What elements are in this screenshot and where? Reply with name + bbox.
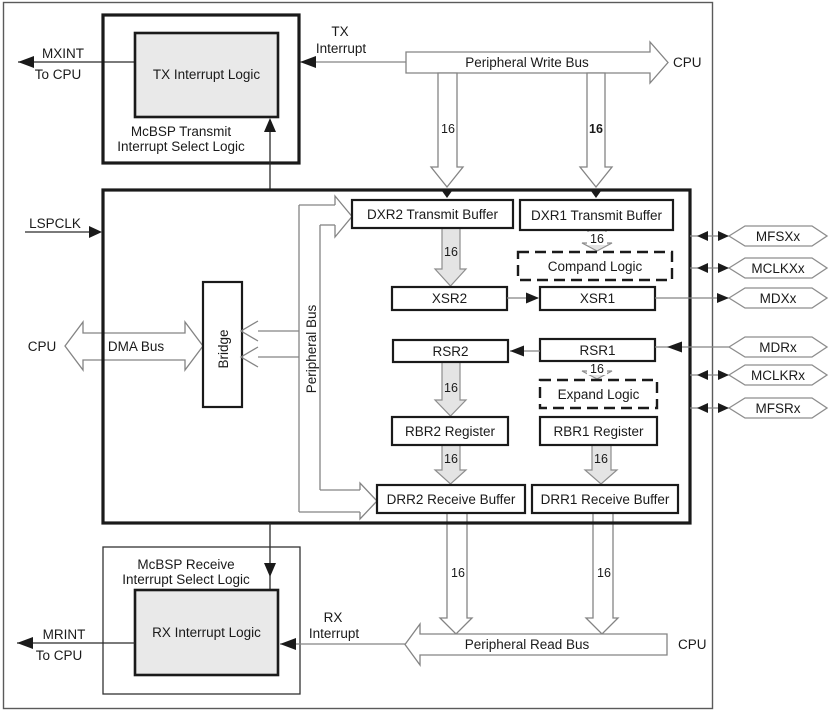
tx-interrupt-logic-label: TX Interrupt Logic xyxy=(153,67,261,82)
tx-interrupt-label-1: TX xyxy=(331,24,348,39)
xsr2-label: XSR2 xyxy=(432,291,467,306)
transmit-select-label-1: McBSP Transmit xyxy=(131,124,232,139)
rsr1-label: RSR1 xyxy=(579,343,615,358)
lspclk-label: LSPCLK xyxy=(29,216,81,231)
rbr1-box xyxy=(538,415,659,447)
mxint-to-cpu-label: To CPU xyxy=(35,67,82,82)
bus-width-16: 16 xyxy=(594,452,608,466)
mxint-label: MXINT xyxy=(42,46,84,61)
peripheral-write-bus-label: Peripheral Write Bus xyxy=(465,55,589,70)
rx-interrupt-logic-box xyxy=(133,588,280,677)
pin-mdxx xyxy=(727,287,829,309)
bus-width-16: 16 xyxy=(597,566,611,580)
rx-select-feed-arrowhead xyxy=(264,563,276,577)
pin-mdrx xyxy=(727,336,829,358)
drr1-box xyxy=(530,483,680,515)
compand-logic-box xyxy=(516,250,674,282)
dxr2-entry-arrowhead xyxy=(442,191,452,198)
pin-mclkxx xyxy=(727,257,829,279)
peripheral-read-bus-arrow xyxy=(404,622,668,667)
mrint-to-cpu-label: To CPU xyxy=(36,648,83,663)
drr1-label: DRR1 Receive Buffer xyxy=(541,492,670,507)
pin-mclkxx-label: MCLKXx xyxy=(751,261,805,276)
bus-width-16-bold: 16 xyxy=(589,122,603,136)
receive-select-label-1: McBSP Receive xyxy=(137,557,234,572)
pin-mfsxx xyxy=(727,225,829,247)
compand-logic-label: Compand Logic xyxy=(548,259,643,274)
pin-mfsrx xyxy=(727,397,829,419)
pin-mdrx-label: MDRx xyxy=(759,340,797,355)
rbr1-label: RBR1 Register xyxy=(553,424,644,439)
mxint-arrowhead xyxy=(18,56,34,68)
dxr1-entry-arrowhead xyxy=(591,191,601,198)
tx-select-feed-arrowhead xyxy=(264,118,276,132)
pin-connection-lines xyxy=(655,231,729,413)
bus-width-16: 16 xyxy=(444,452,458,466)
pin-mfsxx-label: MFSXx xyxy=(756,229,801,244)
transmit-select-label-2: Interrupt Select Logic xyxy=(117,139,245,154)
lspclk-arrowhead xyxy=(89,226,102,238)
bus-width-16: 16 xyxy=(444,245,458,259)
bus-width-16: 16 xyxy=(590,362,604,376)
rx-interrupt-arrowhead xyxy=(280,638,296,650)
bus-width-16: 16 xyxy=(444,381,458,395)
receive-interrupt-select-box xyxy=(102,546,301,695)
arrow-rsr2-rbr2 xyxy=(433,361,468,417)
dxr2-box xyxy=(350,198,515,230)
arrow-rbr2-drr2 xyxy=(433,444,468,485)
read-bus-down-arrow-drr2 xyxy=(438,512,474,635)
expand-logic-box xyxy=(538,378,659,410)
bus-width-16: 16 xyxy=(441,122,455,136)
receive-select-label-2: Interrupt Select Logic xyxy=(122,572,250,587)
drr2-box xyxy=(375,483,527,515)
dma-bus-label: DMA Bus xyxy=(108,339,165,354)
rbr2-box xyxy=(390,415,510,447)
label-patch xyxy=(587,362,607,375)
cpu-read-label: CPU xyxy=(678,637,707,652)
drr2-label: DRR2 Receive Buffer xyxy=(387,492,516,507)
rx-interrupt-label-2: Interrupt xyxy=(309,626,360,641)
peripheral-bus-label: Peripheral Bus xyxy=(304,304,319,393)
arrow-rbr1-drr1 xyxy=(583,444,619,485)
read-bus-down-arrow-drr1 xyxy=(584,512,620,635)
transmit-interrupt-select-box xyxy=(101,13,301,165)
rbr2-label: RBR2 Register xyxy=(405,424,496,439)
rx-interrupt-label-1: RX xyxy=(324,610,343,625)
tx-interrupt-logic-box xyxy=(133,31,280,119)
bridge-label: Bridge xyxy=(216,329,231,368)
cpu-dma-label: CPU xyxy=(28,339,57,354)
pin-mfsrx-label: MFSRx xyxy=(756,401,801,416)
label-patch xyxy=(587,232,607,245)
tx-interrupt-label-2: Interrupt xyxy=(316,41,367,56)
bus-width-16: 16 xyxy=(590,232,604,246)
pin-mclkrx xyxy=(727,364,829,386)
peripheral-read-bus-label: Peripheral Read Bus xyxy=(465,637,590,652)
peripheral-bus-lines xyxy=(239,194,378,521)
pin-mclkrx-label: MCLKRx xyxy=(751,368,805,383)
mrint-arrowhead xyxy=(17,637,33,649)
write-bus-down-arrow-dxr2 xyxy=(429,72,465,189)
dxr1-label: DXR1 Transmit Buffer xyxy=(531,208,663,223)
tx-interrupt-arrowhead xyxy=(300,56,316,68)
rsr1-rsr2-arrowhead xyxy=(510,345,524,357)
expand-logic-label: Expand Logic xyxy=(558,387,640,402)
rx-interrupt-logic-label: RX Interrupt Logic xyxy=(152,625,261,640)
bridge-box xyxy=(201,280,244,409)
mrint-label: MRINT xyxy=(43,627,86,642)
write-bus-down-arrow-dxr1 xyxy=(578,72,614,189)
dxr1-box xyxy=(518,198,675,232)
arrow-dxr2-xsr2 xyxy=(433,227,468,287)
pin-mdxx-label: MDXx xyxy=(760,291,797,306)
xsr2-xsr1-arrowhead xyxy=(526,292,539,304)
bus-width-16: 16 xyxy=(451,566,465,580)
outer-frame xyxy=(2,1,714,710)
mcbsp-main-box xyxy=(101,188,692,525)
rsr2-label: RSR2 xyxy=(432,344,468,359)
cpu-write-label: CPU xyxy=(673,55,702,70)
xsr1-label: XSR1 xyxy=(580,291,615,306)
rsr2-box xyxy=(391,338,510,364)
dxr2-label: DXR2 Transmit Buffer xyxy=(367,207,499,222)
rsr1-box xyxy=(538,337,657,363)
